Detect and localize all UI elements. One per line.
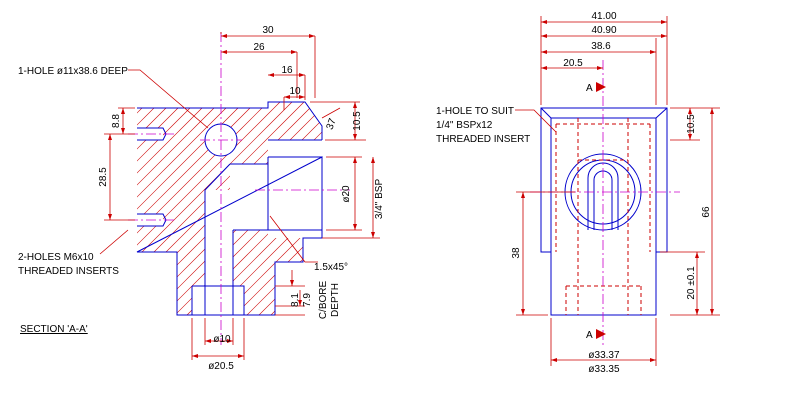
hatch-line [0,100,66,330]
hatch-line [0,100,78,330]
hatch-line [219,102,322,315]
section-title: SECTION 'A-A' [20,324,88,335]
cbore-dimensions: 8.1 7.9 C/BORE DEPTH [275,270,341,319]
dim-dia-33-35: ø33.35 [588,364,620,375]
section-voids [137,124,322,315]
insert-note-line3: THREADED INSERT [436,134,530,145]
dim-dia-33-37: ø33.37 [588,350,620,361]
dim-8-1: 8.1 [290,293,301,307]
cbore-label: C/BORE [318,281,329,320]
hatch-line [137,102,235,315]
hatch-line [0,100,42,330]
hatch-line [520,100,750,330]
section-arrow-bottom [596,329,606,339]
threaded-inserts-note-line2: THREADED INSERTS [18,266,119,277]
dim-37: 37 [325,117,339,132]
dim-16: 16 [281,65,293,76]
dim-10-5-side: 10.5 [686,114,697,134]
dim-dia-20: ø20 [341,185,352,203]
section-centerlines [128,32,350,345]
bore-outline [191,139,322,315]
hatch-line [137,102,283,315]
dim-66: 66 [701,206,712,218]
dim-30: 30 [262,25,274,36]
hatch-line [0,100,30,330]
insert-note-line2: 1/4" BSPx12 [436,120,493,131]
section-view: 30 26 16 10 8.8 28.5 37 10.5 ø20 3/4" BS… [0,25,798,372]
hatch-line [0,100,114,330]
dim-10-5: 10.5 [352,111,363,131]
dim-dia-20-5: ø20.5 [208,361,234,372]
dim-3-4-bsp: 3/4" BSP [374,179,385,220]
hatch-line [137,102,319,315]
section-markers: A A [586,82,606,341]
hatch-line [0,100,54,330]
left-dimensions: 8.8 28.5 [98,107,135,221]
side-body-outline [540,107,668,316]
hatch-line [137,102,139,315]
hatch-line [0,100,90,330]
right-dimensions: 37 10.5 ø20 3/4" BSP [310,101,385,239]
hatch-line [0,100,126,330]
section-notes: 1-HOLE ø11x38.6 DEEP 2-HOLES M6x10 THREA… [18,66,348,335]
insert-note-line1: 1-HOLE TO SUIT [436,106,514,117]
dim-20-5-side: 20.5 [563,58,583,69]
hatch-line [231,102,322,315]
dim-40-90: 40.90 [591,25,616,36]
bottom-dimensions: ø10 ø20.5 [191,318,245,372]
hatch-line [0,100,102,330]
dim-7-9: 7.9 [302,293,313,307]
dim-38: 38 [511,247,522,259]
hatch-line [207,102,322,315]
hatch-line [556,100,786,330]
dim-8-8: 8.8 [111,114,122,128]
cbore-depth-label: DEPTH [330,283,341,317]
side-centerlines [530,60,680,345]
side-left-dimensions: 38 [511,191,575,316]
section-label-bottom: A [586,330,593,341]
side-body-inner [540,107,668,252]
hatch-line [137,102,223,315]
dim-26: 26 [253,42,265,53]
section-hatching [0,100,798,330]
side-bottom-dimensions: ø33.37 ø33.35 [550,318,657,375]
hatch-line [137,102,211,315]
hatch-line [568,100,798,330]
side-right-dimensions: 10.5 66 20 ±0.1 [660,107,720,316]
chamfer-note: 1.5x45° [314,262,348,273]
hatch-line [137,102,307,315]
dim-10: 10 [289,86,301,97]
side-notes: 1-HOLE TO SUIT 1/4" BSPx12 THREADED INSE… [436,106,557,145]
hole-note: 1-HOLE ø11x38.6 DEEP [18,66,128,77]
section-arrow-top [596,82,606,92]
dim-41-00: 41.00 [591,11,616,22]
hatch-line [137,102,151,315]
hatch-line [137,102,199,315]
side-view: A A 41.00 40.90 38.6 20.5 10.5 66 20 ±0.… [436,11,720,375]
dim-dia-10: ø10 [213,334,231,345]
section-outline [136,101,323,316]
threaded-inserts-note-line1: 2-HOLES M6x10 [18,252,94,263]
dim-28-5: 28.5 [98,167,109,187]
section-label-top: A [586,83,593,94]
side-top-dimensions: 41.00 40.90 38.6 20.5 [540,11,668,105]
top-dimensions: 30 26 16 10 [220,25,316,110]
dim-38-6: 38.6 [591,41,611,52]
hatch-line [137,102,295,315]
threaded-insert-holes [137,127,167,227]
dim-20-tol: 20 ±0.1 [686,266,697,300]
